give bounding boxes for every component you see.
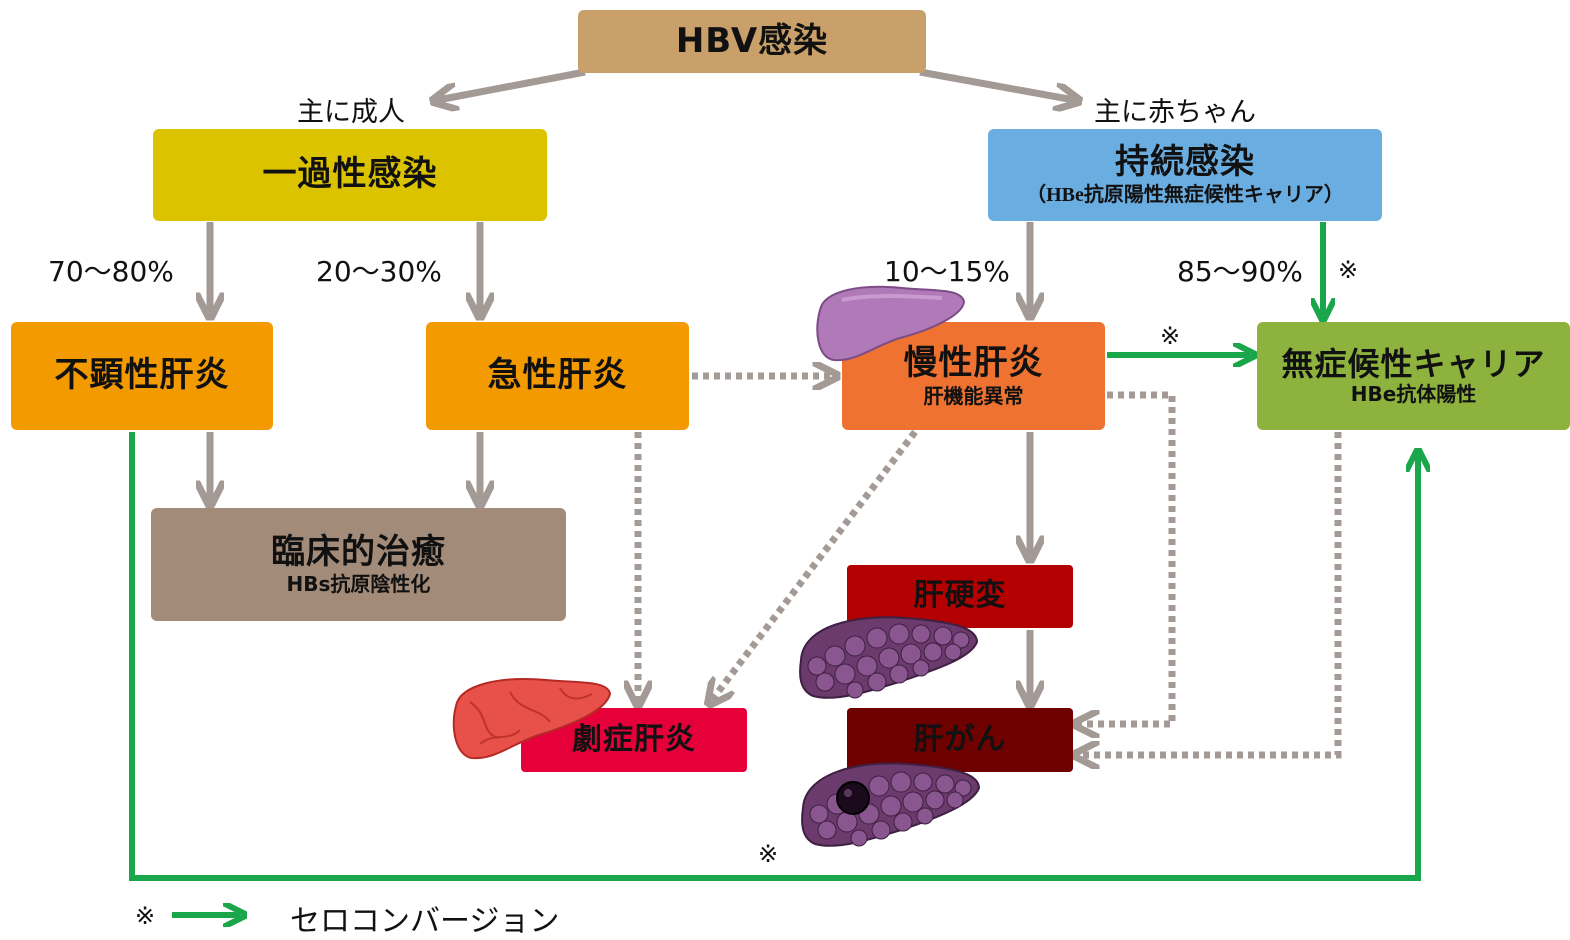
necrotic-liver-icon (452, 678, 612, 760)
node-transient-title: 一過性感染 (262, 154, 438, 195)
node-inapparent: 不顕性肝炎 (11, 322, 273, 430)
liver-icon (816, 285, 966, 362)
node-acute: 急性肝炎 (426, 322, 689, 430)
node-carrier: 無症候性キャリア HBe抗体陽性 (1257, 322, 1570, 430)
node-persistent-title: 持続感染 (1115, 142, 1255, 183)
node-cirrhosis-title: 肝硬変 (913, 578, 1007, 614)
mark-85-90: ※ (1338, 256, 1359, 284)
node-persistent-sub: （HBe抗原陽性無症候性キャリア） (1026, 183, 1344, 206)
node-acute-title: 急性肝炎 (487, 355, 628, 396)
legend-text: セロコンバージョン (290, 904, 560, 939)
node-transient: 一過性感染 (153, 129, 547, 221)
label-adult: 主に成人 (297, 97, 405, 128)
mark-chronic-carrier: ※ (1160, 322, 1181, 350)
mark-bottom-loop: ※ (758, 840, 779, 868)
node-cure: 臨床的治癒 HBs抗原陰性化 (151, 508, 566, 621)
node-fulminant-title: 劇症肝炎 (572, 721, 696, 757)
dotted-chronic-to-cancer (1080, 391, 1176, 724)
node-cancer: 肝がん (847, 708, 1073, 772)
node-cure-title: 臨床的治癒 (271, 531, 446, 572)
cirrhotic-liver-icon (799, 616, 979, 699)
dotted-chronic-to-fulminant (712, 429, 918, 700)
label-baby: 主に赤ちゃん (1094, 97, 1256, 128)
node-hbv: HBV感染 (578, 10, 926, 73)
node-fulminant: 劇症肝炎 (521, 708, 747, 772)
label-85-90: 85〜90% (1177, 255, 1303, 288)
label-70-80: 70〜80% (48, 255, 174, 288)
label-20-30: 20〜30% (316, 255, 442, 288)
dotted-carrier-to-cancer (1080, 432, 1342, 755)
node-cure-sub: HBs抗原陰性化 (286, 572, 431, 597)
node-inapparent-title: 不顕性肝炎 (54, 355, 230, 396)
arrow-hbv-to-persistent (919, 68, 1074, 100)
node-persistent: 持続感染 （HBe抗原陽性無症候性キャリア） (988, 129, 1382, 221)
arrow-hbv-to-transient (438, 68, 586, 100)
cancer-liver-icon (801, 762, 981, 847)
node-hbv-title: HBV感染 (675, 20, 829, 61)
node-carrier-title: 無症候性キャリア (1281, 344, 1546, 383)
label-10-15: 10〜15% (884, 255, 1010, 288)
green-inapparent-to-carrier (129, 432, 1418, 881)
node-chronic-title: 慢性肝炎 (903, 343, 1044, 384)
legend-mark: ※ (135, 902, 156, 930)
node-cancer-title: 肝がん (913, 721, 1007, 757)
node-carrier-sub: HBe抗体陽性 (1350, 382, 1477, 407)
node-chronic-sub: 肝機能異常 (923, 383, 1024, 408)
